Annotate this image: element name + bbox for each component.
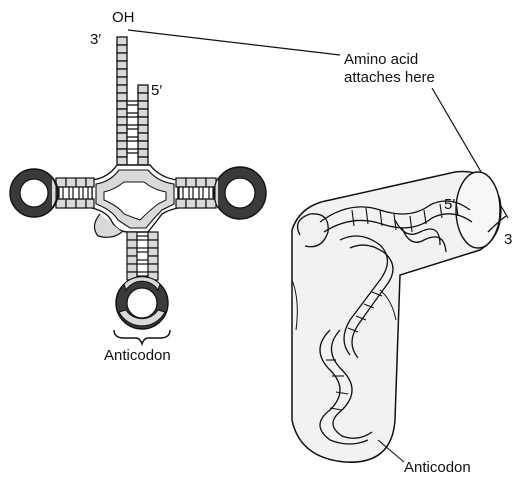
- oh-label: OH: [112, 10, 135, 25]
- amino-acid-label-line1: Amino acid: [344, 52, 418, 67]
- five-prime-label-left: 5′: [151, 83, 162, 98]
- amino-acid-label-line2: attaches here: [344, 70, 435, 85]
- five-prime-label-right: 5′: [444, 197, 455, 212]
- three-prime-label-right: 3: [504, 232, 512, 247]
- three-prime-label-left: 3′: [90, 32, 101, 47]
- anticodon-label-left: Anticodon: [104, 348, 171, 363]
- anticodon-label-right: Anticodon: [404, 460, 471, 475]
